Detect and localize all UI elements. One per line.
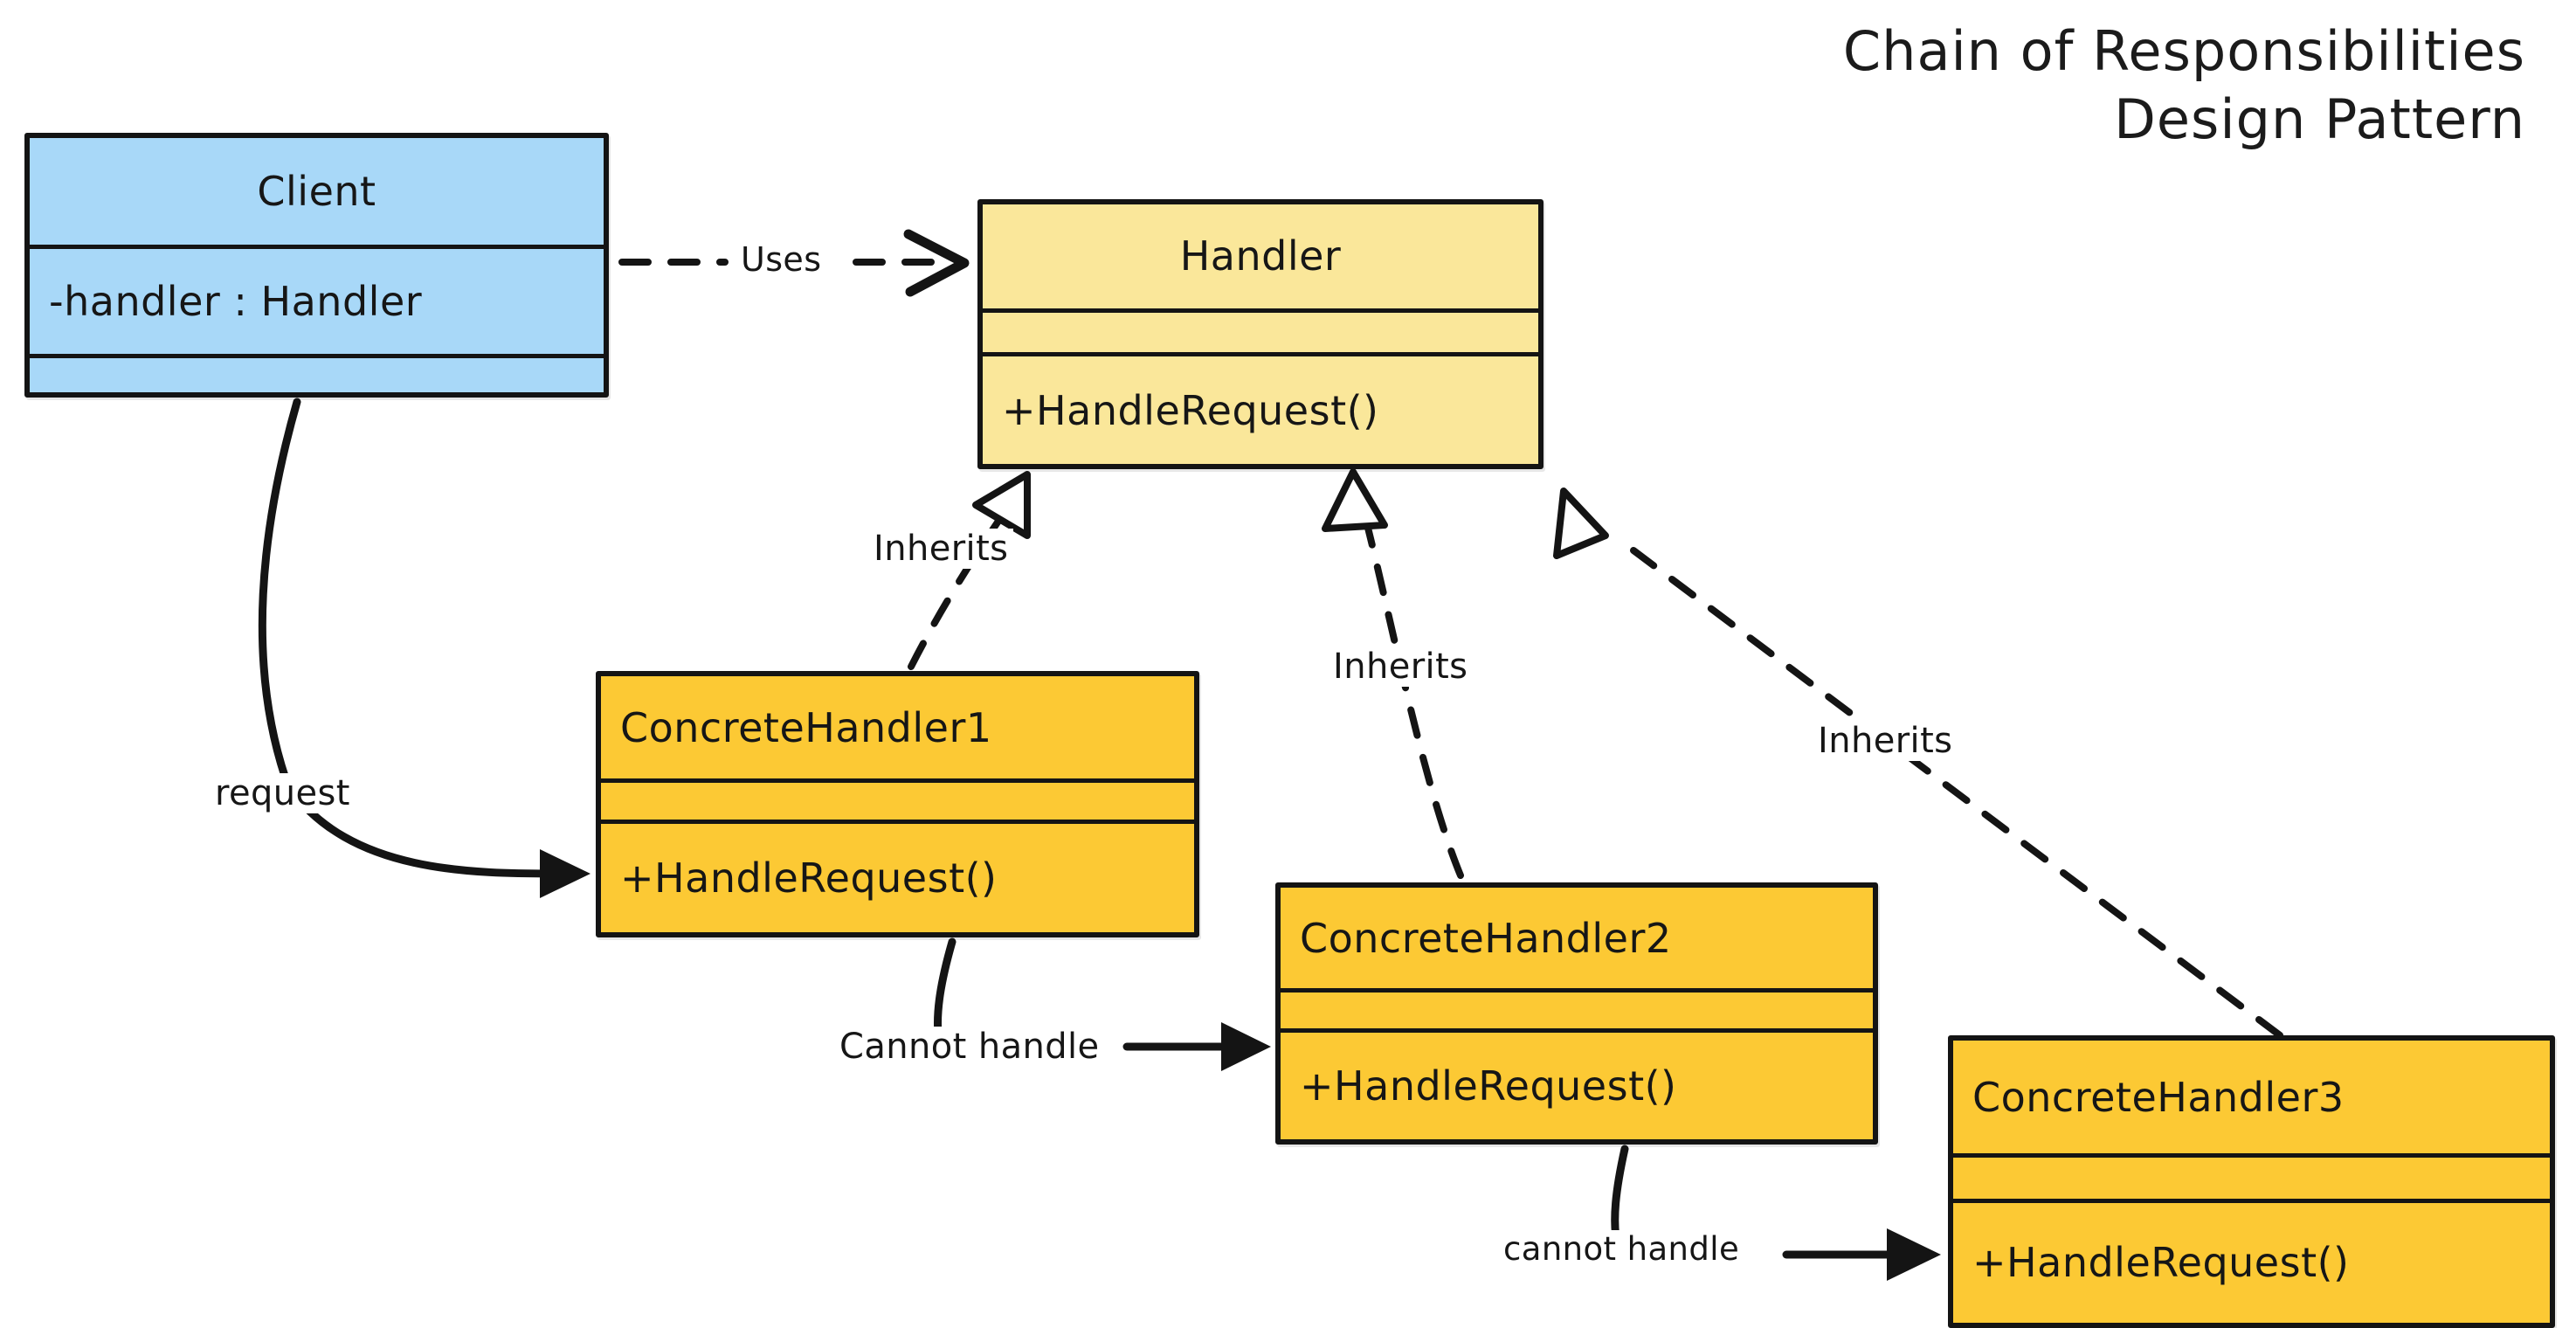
diagram-title-line-1: Chain of Responsibilities bbox=[1842, 19, 2525, 83]
edge-inherits-1 bbox=[908, 471, 1031, 670]
edge-label-inherits-1: Inherits bbox=[868, 529, 1014, 569]
uml-class-client[interactable]: Client -handler : Handler bbox=[24, 133, 609, 398]
class-name-handler: Handler bbox=[1179, 232, 1342, 280]
class-operations-client bbox=[30, 354, 604, 392]
uml-class-handler[interactable]: Handler +HandleRequest() bbox=[977, 199, 1544, 469]
class-name-concrete-handler-2: ConcreteHandler2 bbox=[1300, 914, 1672, 962]
class-attributes-concrete-handler-1 bbox=[601, 778, 1194, 820]
class-name-concrete-handler-1: ConcreteHandler1 bbox=[620, 703, 992, 751]
edge-request bbox=[258, 398, 590, 898]
edge-label-cannot-handle-2: cannot handle bbox=[1498, 1230, 1745, 1268]
diagram-title-line-2: Design Pattern bbox=[2114, 87, 2525, 151]
uml-class-concrete-handler-2[interactable]: ConcreteHandler2 +HandleRequest() bbox=[1275, 882, 1878, 1145]
edge-label-inherits-2: Inherits bbox=[1328, 647, 1474, 687]
class-name-client: Client bbox=[257, 168, 376, 216]
class-name-concrete-handler-3: ConcreteHandler3 bbox=[1972, 1073, 2345, 1121]
class-attributes-handler bbox=[983, 308, 1538, 352]
uml-class-concrete-handler-1[interactable]: ConcreteHandler1 +HandleRequest() bbox=[596, 671, 1199, 937]
edge-label-cannot-handle-1: Cannot handle bbox=[834, 1027, 1105, 1067]
edge-label-request: request bbox=[210, 773, 356, 813]
class-operations-concrete-handler-1: +HandleRequest() bbox=[601, 820, 1194, 932]
class-attributes-concrete-handler-2 bbox=[1281, 988, 1873, 1028]
class-operations-concrete-handler-2: +HandleRequest() bbox=[1281, 1028, 1873, 1139]
edge-label-inherits-3: Inherits bbox=[1813, 721, 1958, 761]
class-attributes-client: -handler : Handler bbox=[30, 245, 604, 354]
class-operations-handler: +HandleRequest() bbox=[983, 352, 1538, 464]
uml-class-concrete-handler-3[interactable]: ConcreteHandler3 +HandleRequest() bbox=[1948, 1035, 2555, 1328]
class-attributes-concrete-handler-3 bbox=[1953, 1153, 2550, 1199]
class-operations-concrete-handler-3: +HandleRequest() bbox=[1953, 1198, 2550, 1323]
edge-label-uses: Uses bbox=[736, 240, 827, 279]
